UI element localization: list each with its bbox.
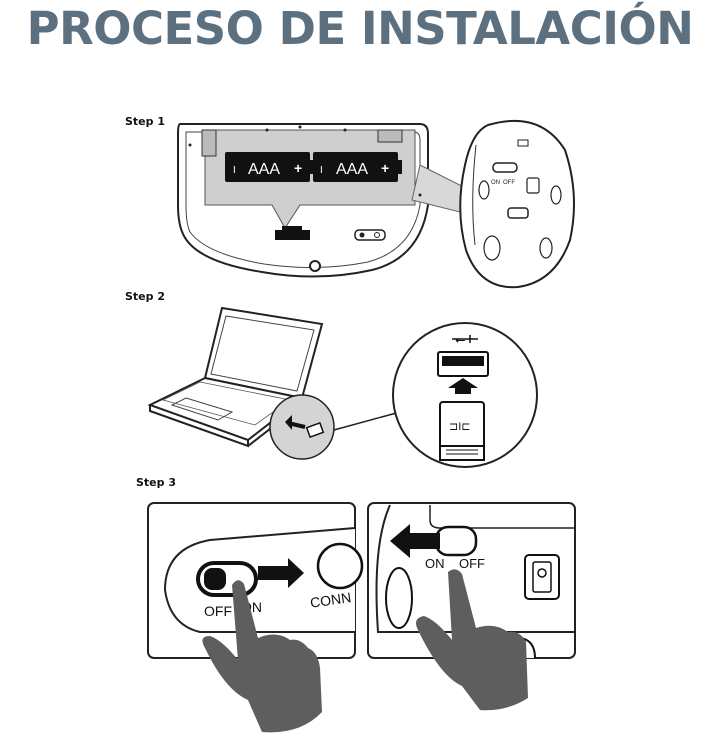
- hand-icon-right: [416, 569, 528, 711]
- usb-receiver-zoom: [392, 322, 538, 468]
- right-arrow-icon: [258, 558, 304, 588]
- step-3-diagram: OFF ON CONN ON OFF: [147, 502, 576, 733]
- step-2-label: Step 2: [125, 290, 165, 303]
- svg-text:ON: ON: [491, 180, 500, 186]
- svg-text:OFF: OFF: [503, 180, 515, 186]
- step-2-diagram: ⭠ ⊐I⊏: [147, 306, 538, 468]
- up-arrow-icon: [448, 378, 478, 394]
- left-arrow-icon: [390, 524, 440, 558]
- svg-text:OFF: OFF: [459, 556, 485, 571]
- step-3-label: Step 3: [136, 476, 176, 489]
- usb-symbol-icon: [452, 335, 478, 343]
- svg-text:I: I: [233, 165, 236, 176]
- svg-text:ON: ON: [425, 556, 445, 571]
- svg-text:OFF: OFF: [204, 603, 232, 619]
- svg-text:+: +: [294, 160, 302, 176]
- step-1-diagram: I AAA + I AAA + ON OFF: [177, 119, 575, 289]
- page-title: PROCESO DE INSTALACIÓN: [26, 2, 694, 55]
- svg-text:CONN: CONN: [309, 589, 352, 611]
- battery-2: I AAA +: [313, 152, 402, 182]
- sensor-hole: [309, 260, 321, 272]
- power-switch-right: [434, 525, 478, 557]
- svg-text:I: I: [320, 165, 323, 176]
- hand-icon-left: [202, 580, 322, 733]
- step-1-label: Step 1: [125, 115, 165, 128]
- vertical-mouse-bottom: ON OFF: [459, 119, 575, 289]
- svg-text:⊐I⊏: ⊐I⊏: [449, 421, 471, 433]
- svg-text:+: +: [381, 160, 389, 176]
- battery-2-label: AAA: [336, 161, 368, 178]
- battery-1: I AAA +: [225, 152, 314, 182]
- battery-1-label: AAA: [248, 161, 280, 178]
